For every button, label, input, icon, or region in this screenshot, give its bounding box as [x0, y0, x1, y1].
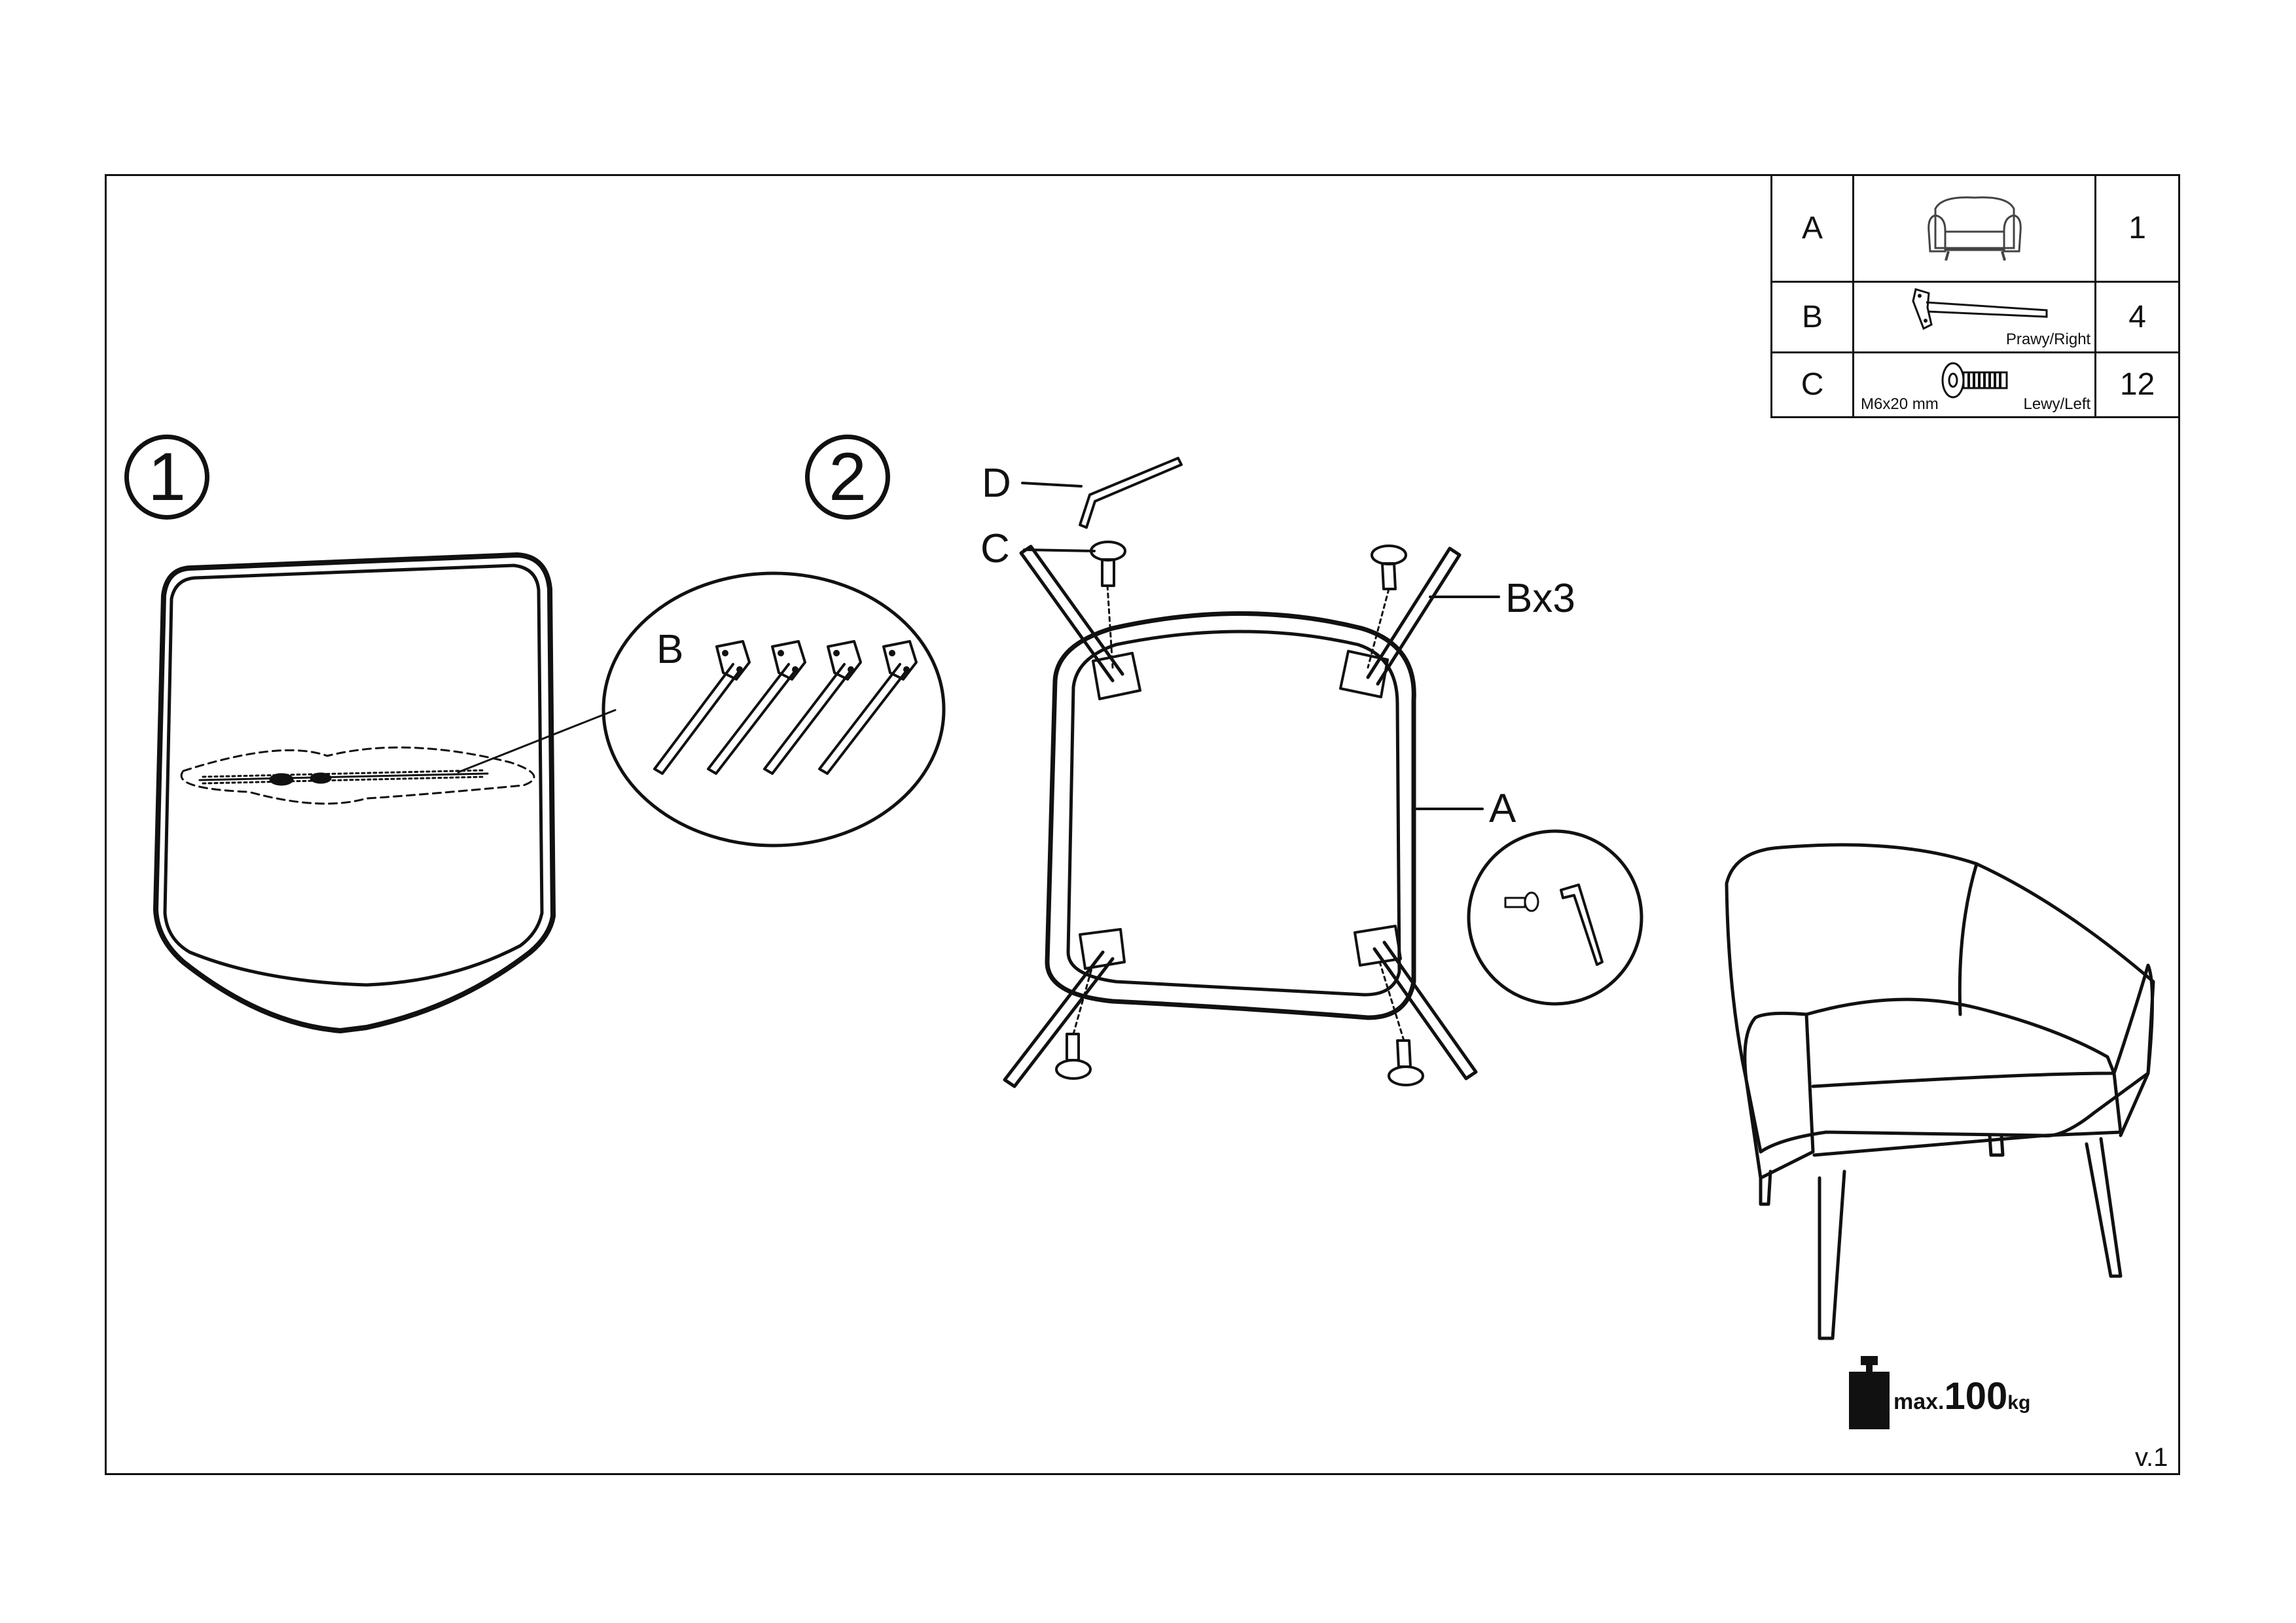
armchair-icon: [1927, 196, 2022, 261]
tools-zoom-bubble: [1467, 829, 1643, 1006]
parts-table: A 1 B Prawy/Right 4 C: [1770, 174, 2180, 419]
max-weight-unit: kg: [2007, 1392, 2031, 1414]
bag-contents-label: B: [656, 627, 684, 672]
bolt-icon: [1941, 362, 2008, 399]
part-a-label: A: [1489, 786, 1516, 831]
weight-icon: [1849, 1356, 1890, 1429]
finished-armchair: [1725, 843, 2155, 1340]
version-label: v.1: [2135, 1443, 2168, 1472]
legs-zoom-bubble: [601, 571, 946, 847]
part-key: C: [1770, 351, 1855, 419]
page-frame: [105, 174, 2180, 1475]
mounting-plates: [1079, 650, 1402, 970]
step-2-chair-underside: [1003, 457, 1500, 1088]
part-image: M6x20 mm Lewy/Left: [1852, 351, 2097, 419]
parts-row-b: B Prawy/Right 4: [1770, 280, 2180, 353]
part-d-label: D: [982, 461, 1011, 506]
part-key: B: [1770, 280, 1855, 353]
bolt-icon: [1055, 541, 1424, 1086]
parts-row-c: C M6x20 mm Lewy/Left 12: [1770, 351, 2180, 419]
bolt-icon: [1504, 891, 1539, 912]
part-quantity: 1: [2094, 174, 2180, 283]
max-weight: max.100kg: [1893, 1374, 2030, 1418]
part-b-quantity-label: Bx3: [1505, 576, 1575, 621]
part-c-label: C: [980, 526, 1010, 571]
zipper-icon: [198, 769, 489, 786]
step-1-seat-underside: [153, 552, 617, 1033]
max-weight-value: 100: [1944, 1375, 2008, 1418]
max-weight-prefix: max.: [1893, 1389, 1945, 1414]
step-2-badge: 2: [805, 435, 890, 520]
part-image: [1852, 174, 2097, 283]
parts-row-a: A 1: [1770, 174, 2180, 283]
leg-icon: [1912, 288, 2048, 330]
part-note-right: Lewy/Left: [2023, 395, 2091, 413]
part-quantity: 4: [2094, 280, 2180, 353]
part-image: Prawy/Right: [1852, 280, 2097, 353]
hex-key-icon: [1560, 883, 1604, 966]
part-key: A: [1770, 174, 1855, 283]
part-note-right: Prawy/Right: [2005, 330, 2091, 348]
part-note-left: M6x20 mm: [1861, 395, 1939, 413]
part-quantity: 12: [2094, 351, 2180, 419]
step-1-badge: 1: [124, 435, 209, 520]
leg-icon: [653, 640, 918, 775]
